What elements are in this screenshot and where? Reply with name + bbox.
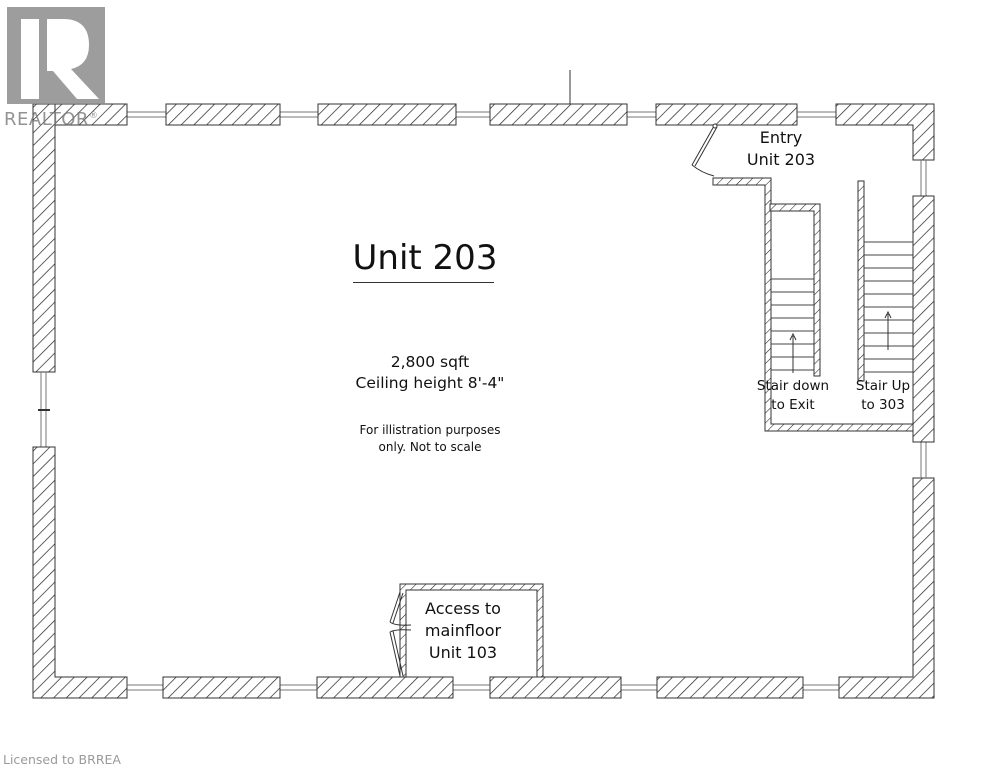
disclaimer-note: For illistration purposes only. Not to s… (320, 422, 540, 456)
disclaimer-line-2: only. Not to scale (378, 440, 482, 454)
access-label: Access to mainfloor Unit 103 (413, 598, 513, 664)
realtor-text: REALTOR (4, 109, 89, 130)
access-line-2: mainfloor (424, 621, 502, 640)
access-line-1: Access to (425, 599, 501, 618)
stair-down-line-1: Stair down (756, 378, 830, 394)
realtor-logo (7, 7, 105, 104)
stair-up-line-1: Stair Up (855, 378, 911, 394)
access-line-3: Unit 103 (428, 643, 498, 662)
entry-line-2: Unit 203 (746, 150, 816, 169)
license-text: Licensed to BRREA (3, 752, 121, 767)
bifold-door (389, 591, 412, 677)
registered-mark: ® (88, 111, 99, 121)
arrow-up-icon (789, 332, 797, 373)
arrow-up-icon (884, 310, 892, 350)
realtor-wordmark: REALTOR® (4, 109, 98, 130)
right-wall (912, 160, 935, 478)
entry-line-1: Entry (759, 128, 803, 147)
stair-up-treads (864, 241, 913, 373)
title-underline (353, 282, 494, 283)
unit-title: Unit 203 (352, 238, 498, 278)
stair-up-line-2: to 303 (861, 397, 905, 413)
access-room (389, 583, 544, 678)
ceiling-height: Ceiling height 8'-4" (355, 374, 505, 392)
entry-label: Entry Unit 203 (726, 127, 836, 171)
top-windows (127, 111, 836, 118)
entry-door (691, 123, 718, 177)
top-wall (32, 70, 935, 161)
disclaimer-line-1: For illistration purposes (359, 423, 501, 437)
stair-down-label: Stair down to Exit (748, 377, 838, 415)
stairwell (712, 177, 914, 432)
area-sqft: 2,800 sqft (390, 353, 470, 371)
area-info: 2,800 sqft Ceiling height 8'-4" (330, 352, 530, 394)
stair-up-label: Stair Up to 303 (848, 377, 918, 415)
left-wall (32, 103, 128, 699)
stair-down-line-2: to Exit (771, 397, 815, 413)
bottom-wall (127, 477, 935, 699)
realtor-r-icon (21, 19, 99, 99)
